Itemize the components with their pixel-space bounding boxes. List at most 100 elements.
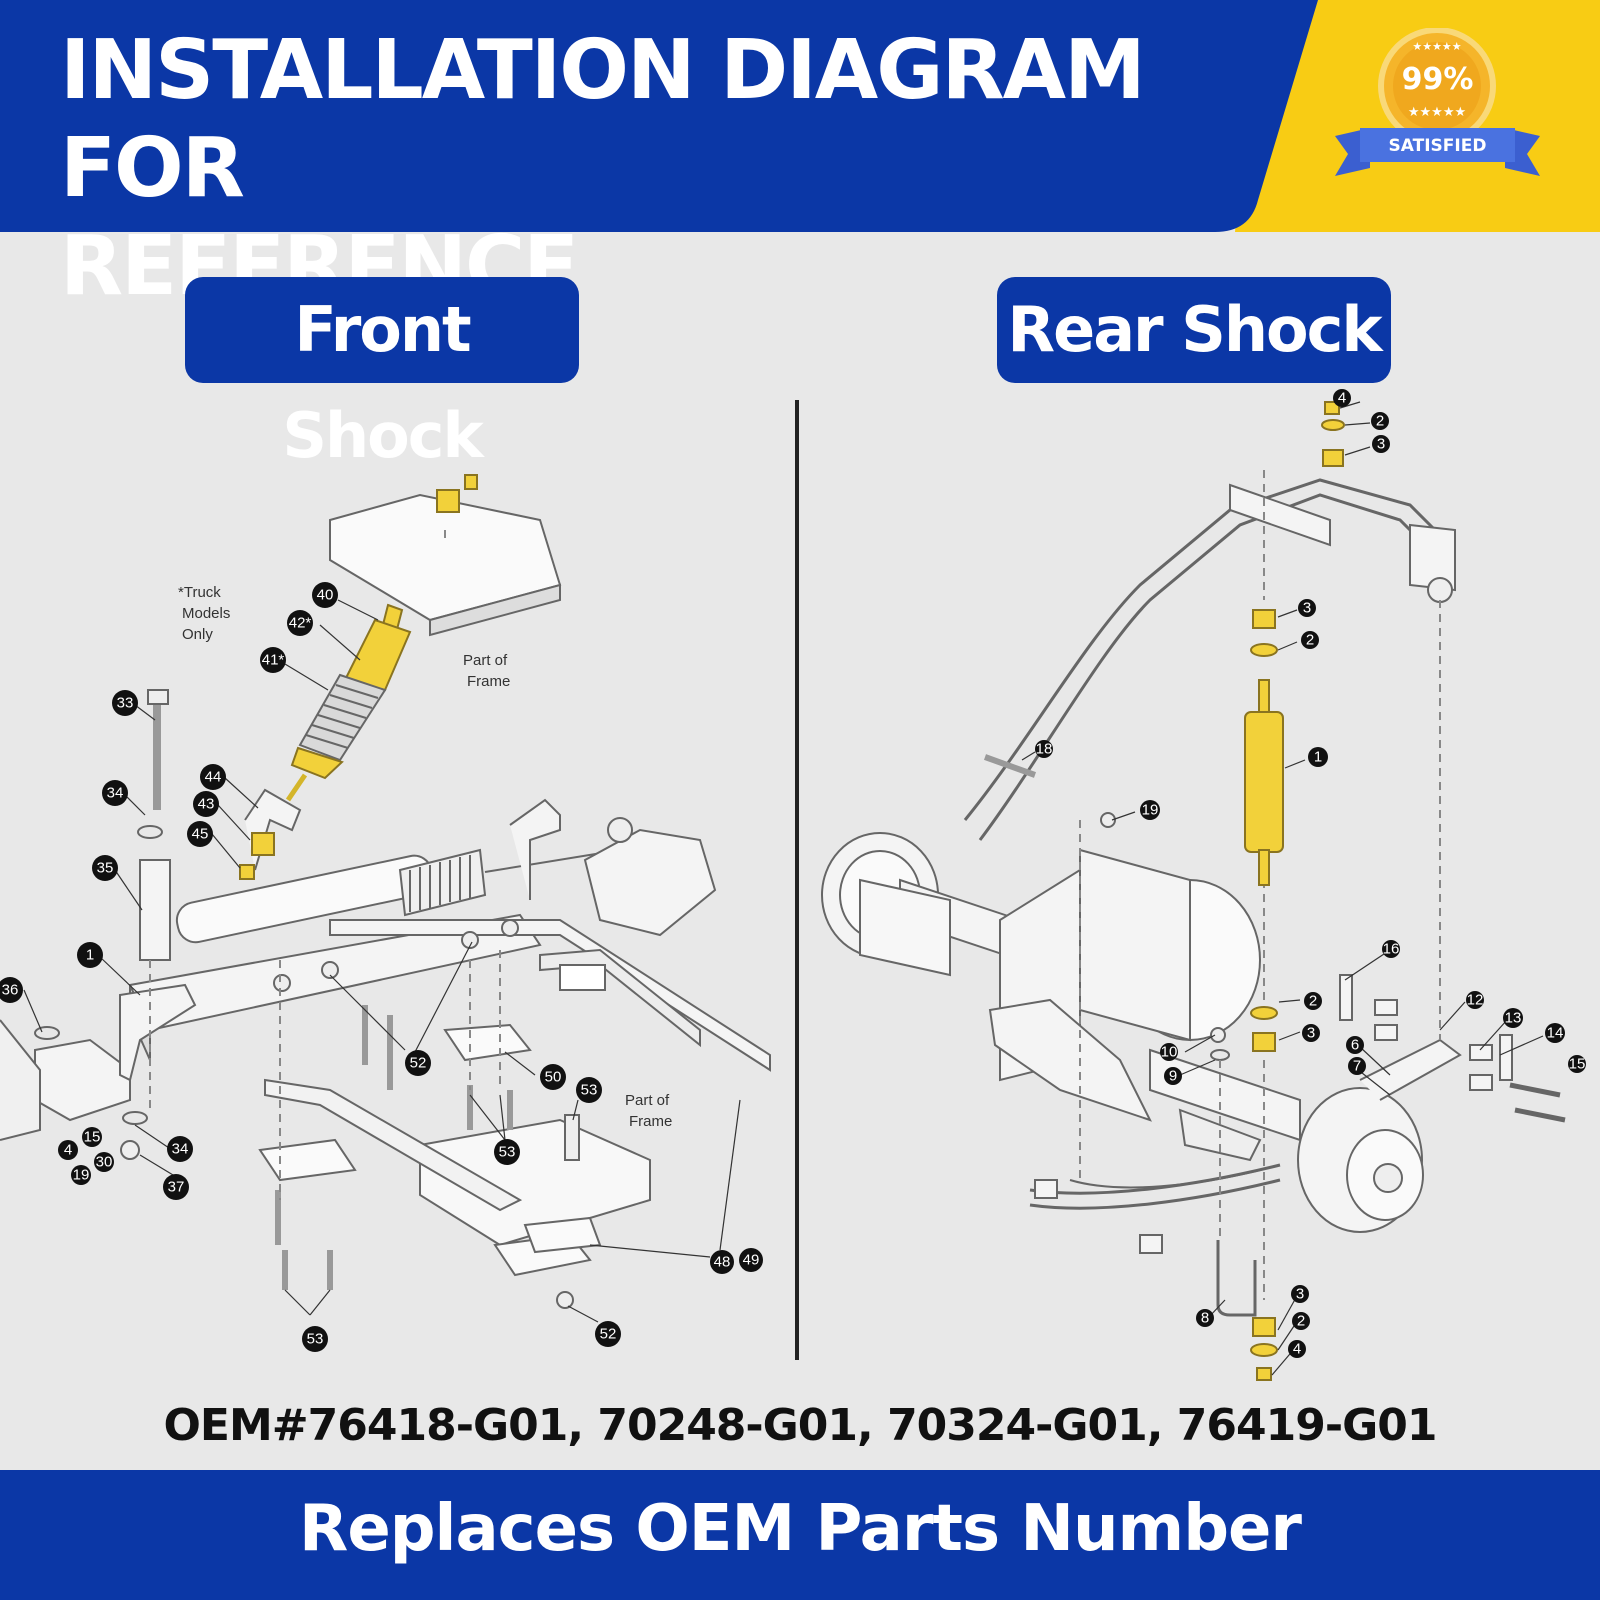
front-spindle-right (583, 828, 717, 937)
truck-note-line2: Models (182, 605, 230, 622)
front-callout-10: 1 (77, 942, 103, 968)
badge-medal-icon: ★★★★★ ★★★★★ (1335, 28, 1540, 176)
svg-text:36: 36 (2, 982, 19, 999)
rear-callout-15: 7 (1348, 1057, 1366, 1075)
u-bolt (1216, 1240, 1257, 1317)
front-callout-5: 34 (102, 780, 128, 806)
svg-text:3: 3 (1296, 1286, 1304, 1303)
front-callout-9: 35 (92, 855, 118, 881)
oem-numbers: OEM#76418-G01, 70248-G01, 70324-G01, 764… (163, 1400, 1438, 1451)
rear-callout-2: 2 (1371, 412, 1389, 430)
front-callout-20: 37 (163, 1174, 189, 1200)
front-callout-11: 36 (0, 977, 23, 1003)
svg-text:37: 37 (168, 1179, 185, 1196)
rear-shock-absorber (1244, 401, 1345, 1381)
svg-text:19: 19 (73, 1167, 90, 1184)
king-pin-sleeve (139, 859, 171, 961)
front-callout-15: 4 (58, 1140, 78, 1160)
front-shock-absorber (239, 474, 478, 880)
svg-text:42*: 42* (289, 615, 312, 632)
svg-text:4: 4 (64, 1142, 72, 1159)
svg-text:3: 3 (1307, 1025, 1315, 1042)
front-callout-23: 49 (739, 1248, 763, 1272)
front-callout-19: 34 (167, 1136, 193, 1162)
svg-text:1: 1 (1314, 749, 1322, 766)
svg-text:12: 12 (1467, 992, 1484, 1009)
rear-callout-7: 18 (1035, 740, 1053, 758)
rear-callout-3: 3 (1372, 435, 1390, 453)
badge-percent: 99% (1401, 62, 1474, 97)
rear-callout-17: 3 (1302, 1024, 1320, 1042)
rear-callout-19: 9 (1164, 1067, 1182, 1085)
svg-text:★★★★★: ★★★★★ (1412, 40, 1461, 53)
rear-frame-rail (978, 493, 1442, 841)
rear-shock-diagram (821, 401, 1566, 1381)
header-banner: INSTALLATION DIAGRAM FOR REFERENCE ★★★★★… (0, 0, 1600, 314)
front-knuckle-left (34, 1038, 131, 1122)
front-callout-18: 19 (71, 1165, 91, 1185)
svg-text:50: 50 (545, 1069, 562, 1086)
svg-text:2: 2 (1376, 413, 1384, 430)
rear-callout-11: 13 (1503, 1008, 1523, 1028)
svg-text:34: 34 (172, 1141, 189, 1158)
front-callout-6: 44 (200, 764, 226, 790)
svg-text:2: 2 (1309, 993, 1317, 1010)
svg-text:14: 14 (1547, 1025, 1564, 1042)
svg-text:33: 33 (117, 695, 134, 712)
svg-text:2: 2 (1297, 1313, 1305, 1330)
front-callout-22: 48 (710, 1250, 734, 1274)
front-callout-4: 33 (112, 690, 138, 716)
frame-label-1b: Frame (467, 673, 510, 690)
rear-leader-lines (1021, 401, 1544, 1376)
svg-text:41*: 41* (262, 652, 285, 669)
front-callout-16: 15 (82, 1127, 102, 1147)
svg-text:43: 43 (198, 796, 215, 813)
truck-note-line1: *Truck (178, 584, 221, 601)
front-text-labels: *Truck Models Only Part of Frame Part of… (178, 584, 672, 1130)
svg-text:8: 8 (1201, 1310, 1209, 1327)
frame-label-1a: Part of (463, 652, 508, 669)
front-callout-17: 30 (94, 1152, 114, 1172)
front-callout-7: 43 (193, 791, 219, 817)
svg-text:3: 3 (1377, 436, 1385, 453)
rear-callout-8: 19 (1140, 800, 1160, 820)
rear-callout-12: 14 (1545, 1023, 1565, 1043)
front-callout-13: 50 (540, 1064, 566, 1090)
svg-text:49: 49 (743, 1252, 760, 1269)
installation-diagram: *Truck Models Only Part of Frame Part of… (0, 389, 1586, 1381)
frame-label-2b: Frame (629, 1113, 672, 1130)
svg-text:19: 19 (1142, 802, 1159, 819)
rear-callout-5: 2 (1301, 631, 1319, 649)
svg-text:★★★★★: ★★★★★ (1408, 105, 1466, 120)
rear-callout-9: 16 (1382, 940, 1400, 958)
svg-text:15: 15 (84, 1129, 101, 1146)
front-callout-2: 42* (287, 610, 313, 636)
rear-callout-10: 12 (1466, 991, 1484, 1009)
svg-text:3: 3 (1303, 600, 1311, 617)
svg-text:9: 9 (1169, 1068, 1177, 1085)
svg-text:52: 52 (600, 1326, 617, 1343)
svg-text:10: 10 (1161, 1044, 1178, 1061)
rear-callout-20: 8 (1196, 1309, 1214, 1327)
rear-callout-6: 1 (1308, 747, 1328, 767)
svg-text:40: 40 (317, 587, 334, 604)
front-shock-diagram (0, 474, 771, 1309)
rack-bellows (398, 848, 487, 917)
part-callouts: 4042*41*33344443453513652505341530193437… (0, 389, 1586, 1358)
svg-text:13: 13 (1505, 1010, 1522, 1027)
frame-label-2a: Part of (625, 1092, 670, 1109)
rear-callout-4: 3 (1298, 599, 1316, 617)
front-callout-1: 40 (312, 582, 338, 608)
front-callout-24: 53 (302, 1326, 328, 1352)
rear-callout-1: 4 (1333, 389, 1351, 407)
svg-text:45: 45 (192, 826, 209, 843)
svg-text:15: 15 (1569, 1056, 1586, 1073)
svg-text:52: 52 (410, 1055, 427, 1072)
svg-text:53: 53 (581, 1082, 598, 1099)
front-leaf-spring (329, 919, 771, 1072)
truck-note-line3: Only (182, 626, 213, 643)
svg-text:48: 48 (714, 1254, 731, 1271)
footer-banner: Replaces OEM Parts Number (0, 1470, 1600, 1600)
frame-plate-bottom (419, 1118, 651, 1247)
front-leader-lines (23, 599, 741, 1323)
